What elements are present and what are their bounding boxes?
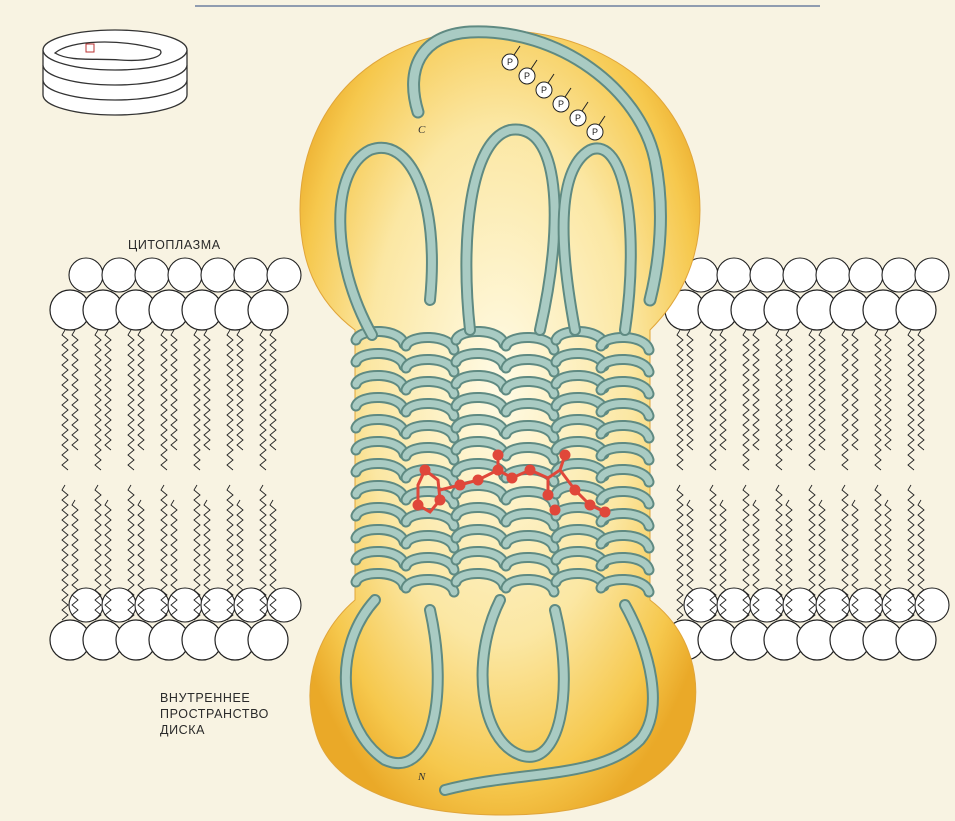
lipid-head-back: [717, 258, 751, 292]
lipid-tail: [776, 330, 782, 470]
lipid-head-back: [168, 258, 202, 292]
disk-interior-label: ВНУТРЕННЕЕ ПРОСТРАНСТВО ДИСКА: [160, 690, 269, 738]
lipid-tail: [260, 330, 266, 470]
disk-stack-icon: [43, 30, 187, 115]
lipid-head-back: [750, 258, 784, 292]
lipid-tail: [72, 330, 78, 450]
disk-interior-line-1: ВНУТРЕННЕЕ: [160, 690, 269, 706]
lipid-head: [896, 620, 936, 660]
n-terminus-label: N: [417, 771, 426, 783]
lipid-tail: [227, 330, 233, 470]
lipid-head-back: [783, 258, 817, 292]
lipid-tail: [753, 330, 759, 450]
lipid-tail: [743, 330, 749, 470]
lipid-tail: [62, 330, 68, 470]
lipid-tail: [237, 330, 243, 450]
phosphate-label: P: [575, 113, 581, 123]
disk-interior-line-2: ПРОСТРАНСТВО: [160, 706, 269, 722]
lipid-tail: [194, 330, 200, 470]
lipid-head-back: [882, 258, 916, 292]
phosphate-label: P: [541, 85, 547, 95]
lipid-tail: [842, 330, 848, 470]
lipid-head: [248, 620, 288, 660]
lipid-tail: [677, 485, 683, 620]
lipid-head-back: [234, 258, 268, 292]
c-terminus-label: C: [418, 124, 426, 136]
lipid-tail: [710, 330, 716, 470]
lipid-tail: [819, 330, 825, 450]
lipid-tail: [105, 330, 111, 450]
disk-interior-line-3: ДИСКА: [160, 722, 269, 738]
lipid-tail: [95, 330, 101, 470]
lipid-tail: [270, 330, 276, 450]
lipid-tail: [687, 330, 693, 450]
lipid-head-back: [849, 258, 883, 292]
lipid-head: [896, 290, 936, 330]
phosphate-label: P: [592, 127, 598, 137]
disk-top: [43, 30, 187, 70]
cytoplasm-label: ЦИТОПЛАЗМА: [128, 237, 221, 253]
lipid-head: [248, 290, 288, 330]
lipid-tail: [852, 330, 858, 450]
lipid-tail: [138, 330, 144, 450]
lipid-bilayer-left: [50, 258, 301, 660]
lipid-head-back: [816, 258, 850, 292]
lipid-head-back: [102, 258, 136, 292]
phosphate-label: P: [524, 71, 530, 81]
lipid-tail: [786, 330, 792, 450]
lipid-tail: [809, 330, 815, 470]
lipid-tail: [171, 330, 177, 450]
lipid-tail: [875, 330, 881, 470]
lipid-head-back: [915, 258, 949, 292]
lipid-tail: [720, 330, 726, 450]
lipid-head-back: [201, 258, 235, 292]
lipid-tail: [128, 330, 134, 470]
phosphate-label: P: [507, 57, 513, 67]
lipid-head-back: [69, 258, 103, 292]
lipid-tail: [204, 330, 210, 450]
lipid-tail: [62, 485, 68, 620]
lipid-tail: [918, 330, 924, 450]
lipid-head-back: [267, 258, 301, 292]
phosphate-label: P: [558, 99, 564, 109]
lipid-tail: [161, 330, 167, 470]
lipid-bilayer-right: [665, 258, 949, 660]
lipid-tail: [677, 330, 683, 470]
lipid-head-back: [135, 258, 169, 292]
lipid-tail: [885, 330, 891, 450]
lipid-tail: [908, 330, 914, 470]
